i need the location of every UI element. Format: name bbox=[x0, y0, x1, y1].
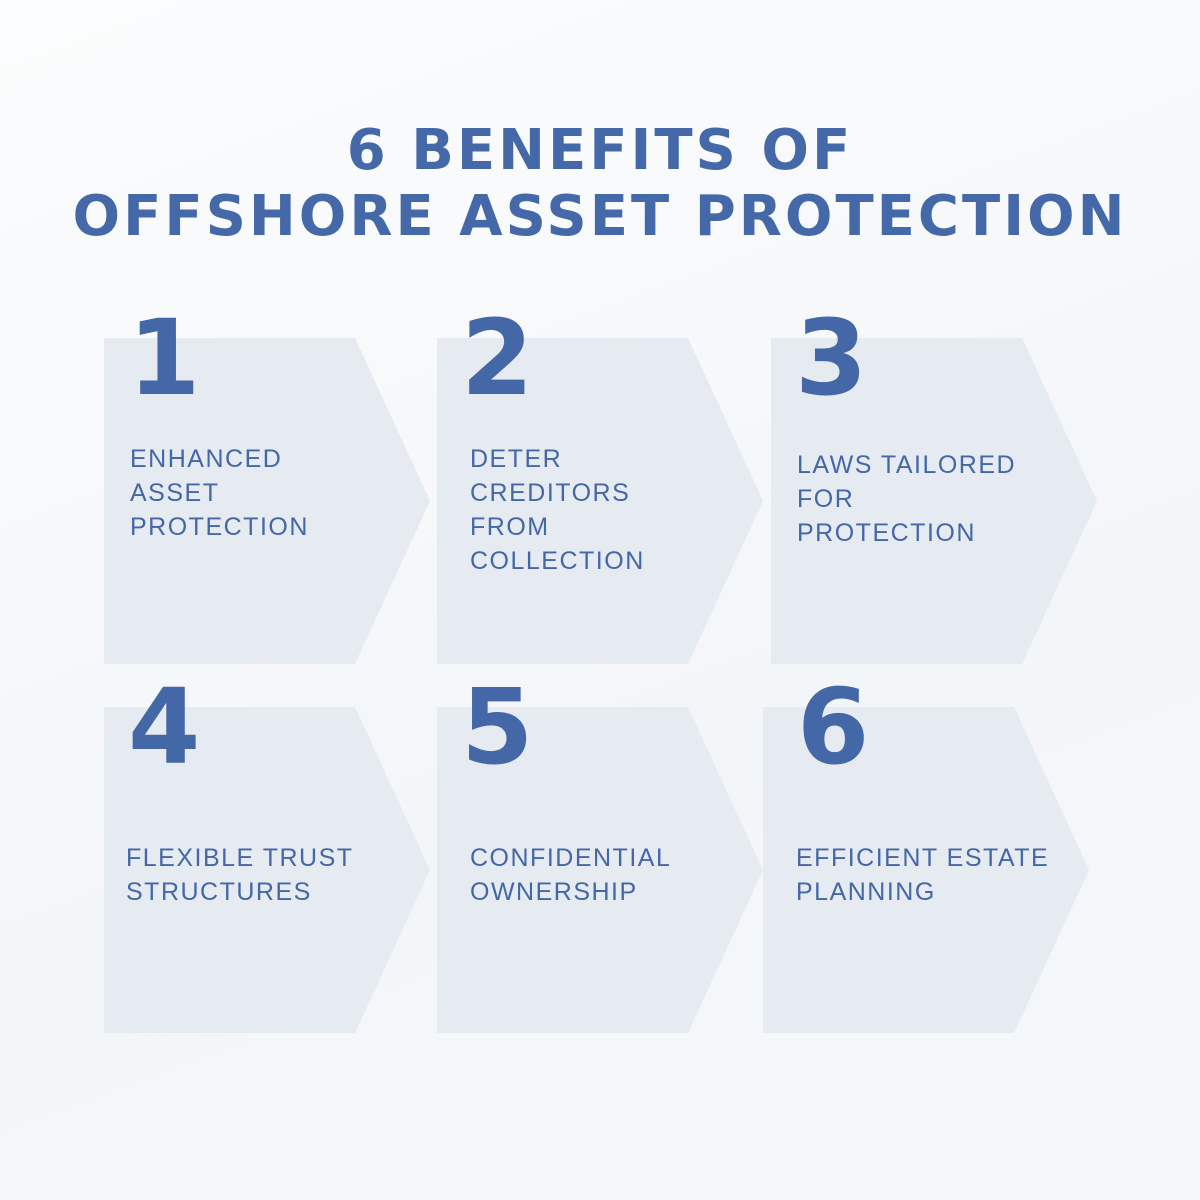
benefit-label: FLEXIBLE TRUST STRUCTURES bbox=[126, 844, 354, 906]
benefit-number: 1 bbox=[128, 297, 201, 419]
benefit-label: EFFICIENT ESTATE PLANNING bbox=[796, 844, 1050, 906]
benefit-card-1: 1 ENHANCED ASSET PROTECTION bbox=[104, 298, 430, 664]
benefit-label: LAWS TAILORED FOR PROTECTION bbox=[797, 451, 1017, 547]
title-line-2: OFFSHORE ASSET PROTECTION bbox=[72, 184, 1128, 249]
arrow-shape bbox=[771, 338, 1097, 664]
benefit-card-6: 6 EFFICIENT ESTATE PLANNING bbox=[763, 667, 1089, 1033]
page-title: 6 BENEFITS OF OFFSHORE ASSET PROTECTION bbox=[0, 118, 1200, 250]
arrow-shape bbox=[437, 338, 763, 664]
benefit-label: CONFIDENTIAL OWNERSHIP bbox=[470, 844, 672, 906]
benefit-number: 6 bbox=[797, 666, 870, 788]
benefit-label: DETER CREDITORS FROM COLLECTION bbox=[470, 445, 645, 575]
arrow-shape bbox=[104, 338, 430, 664]
benefit-card-4: 4 FLEXIBLE TRUST STRUCTURES bbox=[104, 667, 430, 1033]
title-line-1: 6 BENEFITS OF bbox=[346, 118, 854, 183]
benefit-card-3: 3 LAWS TAILORED FOR PROTECTION bbox=[771, 298, 1097, 664]
benefit-label: ENHANCED ASSET PROTECTION bbox=[130, 445, 309, 541]
arrow-shape bbox=[437, 707, 763, 1033]
arrow-shape bbox=[763, 707, 1089, 1033]
benefit-card-2: 2 DETER CREDITORS FROM COLLECTION bbox=[437, 298, 763, 664]
benefit-number: 4 bbox=[128, 666, 201, 788]
benefit-card-5: 5 CONFIDENTIAL OWNERSHIP bbox=[437, 667, 763, 1033]
arrow-shape bbox=[104, 707, 430, 1033]
benefit-number: 3 bbox=[795, 297, 868, 419]
benefit-number: 2 bbox=[461, 297, 534, 419]
benefit-number: 5 bbox=[461, 666, 534, 788]
